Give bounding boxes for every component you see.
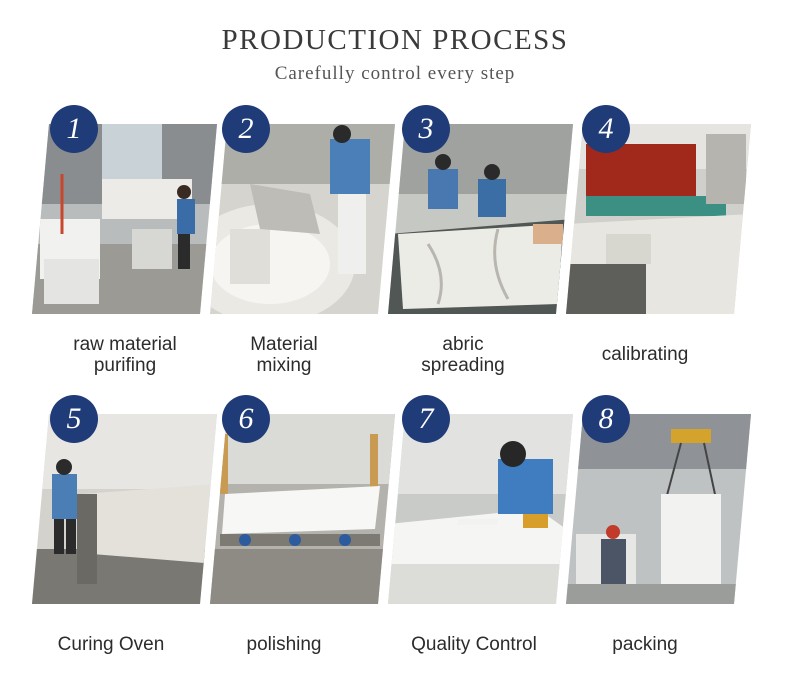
step-number-badge: 7 — [402, 395, 450, 443]
step-number-badge: 3 — [402, 105, 450, 153]
calibrating-photo — [566, 124, 751, 314]
step-label: polishing — [246, 634, 322, 655]
step-number-badge: 6 — [222, 395, 270, 443]
step-label: Material — [250, 334, 318, 355]
step-number-badge: 2 — [222, 105, 270, 153]
quality-control-photo — [388, 414, 573, 604]
step-label: calibrating — [601, 344, 689, 365]
step-label: purifing — [93, 355, 157, 376]
curing-oven-photo — [32, 414, 217, 604]
step-number-badge: 4 — [582, 105, 630, 153]
page-title: PRODUCTION PROCESS — [221, 24, 569, 56]
step-number-badge: 8 — [582, 395, 630, 443]
step-label: Quality Control — [411, 634, 537, 655]
polishing-photo — [210, 414, 395, 604]
step-label: Curing Oven — [57, 634, 165, 655]
material-mixing-photo — [210, 124, 395, 314]
packing-photo — [566, 414, 751, 604]
step-label: spreading — [421, 355, 505, 376]
raw-material-photo — [32, 124, 217, 314]
page-subtitle: Carefully control every step — [274, 63, 516, 84]
step-label: packing — [612, 634, 678, 655]
step-label: raw material — [73, 334, 177, 355]
fabric-spreading-photo — [388, 124, 573, 314]
step-number-badge: 1 — [50, 105, 98, 153]
step-label: mixing — [256, 355, 312, 376]
step-label: abric — [442, 334, 484, 355]
step-number-badge: 5 — [50, 395, 98, 443]
